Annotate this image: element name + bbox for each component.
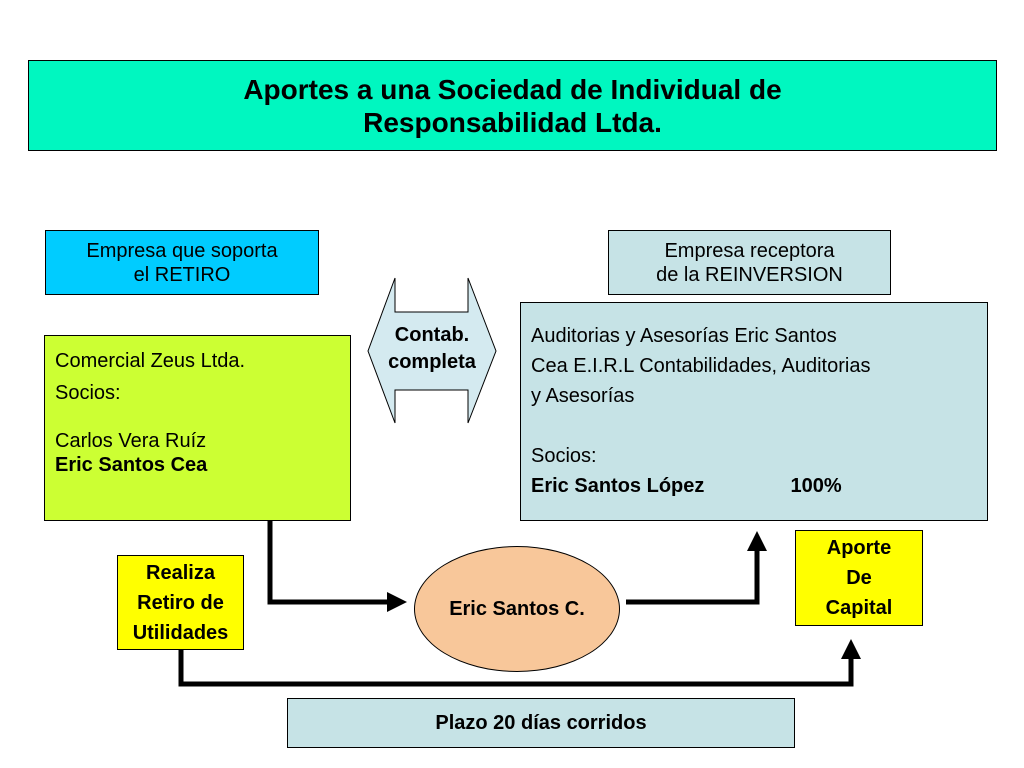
- zeus-name: Comercial Zeus Ltda.: [55, 350, 246, 372]
- comercial-zeus-box: Comercial Zeus Ltda. Socios: Carlos Vera…: [44, 335, 351, 521]
- realiza-retiro-box: Realiza Retiro de Utilidades: [117, 555, 244, 650]
- empresa-soporta-label: Empresa que soporta el RETIRO: [45, 230, 319, 295]
- aporte-capital-box: Aporte De Capital: [795, 530, 923, 626]
- arrow-realiza-to-aporte: [178, 639, 861, 687]
- auditorias-percent: 100%: [790, 475, 842, 497]
- auditorias-name-line-2: Cea E.I.R.L Contabilidades, Auditorias: [531, 355, 871, 377]
- auditorias-name-line-3: y Asesorías: [531, 385, 635, 407]
- auditorias-name-line-1: Auditorias y Asesorías Eric Santos: [531, 325, 837, 347]
- zeus-socio-1: Carlos Vera Ruíz: [55, 430, 207, 452]
- auditorias-socio: Eric Santos López: [531, 475, 705, 497]
- arrow-person-to-auditorias: [626, 531, 767, 605]
- double-arrow-shape: [367, 277, 497, 424]
- zeus-socio-2: Eric Santos Cea: [55, 454, 208, 476]
- zeus-socios-label: Socios:: [55, 382, 121, 404]
- plazo-box: Plazo 20 días corridos: [287, 698, 795, 748]
- page-title: Aportes a una Sociedad de Individual de …: [28, 60, 997, 151]
- auditorias-box: Auditorias y Asesorías Eric Santos Cea E…: [520, 302, 988, 521]
- contab-completa-label: Contab. completa: [388, 324, 476, 373]
- person-ellipse: Eric Santos C.: [414, 546, 620, 672]
- auditorias-socio-row: Eric Santos López 100%: [531, 471, 977, 501]
- arrow-zeus-to-person: [267, 521, 407, 612]
- empresa-receptora-label: Empresa receptora de la REINVERSION: [608, 230, 891, 295]
- auditorias-socios-label: Socios:: [531, 445, 597, 467]
